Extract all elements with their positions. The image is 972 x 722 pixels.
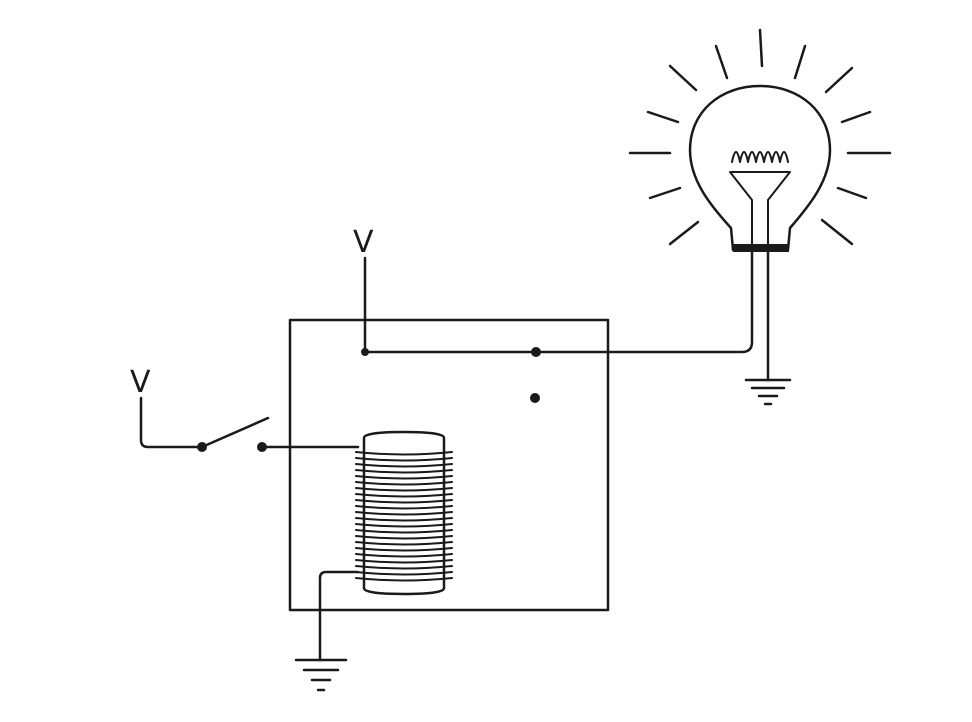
coil-winding: [355, 577, 453, 582]
bulb-base: [733, 244, 789, 252]
light-bulb-icon: [688, 84, 832, 252]
coil-winding: [355, 505, 453, 510]
coil-winding: [355, 535, 453, 540]
coil-winding: [355, 463, 453, 468]
coil-winding: [355, 469, 453, 474]
coil-winding: [355, 451, 453, 456]
coil-winding: [355, 517, 453, 522]
coil-winding: [355, 553, 453, 558]
coil-winding: [355, 529, 453, 534]
coil-winding: [355, 565, 453, 570]
ground-symbol-icon: [294, 658, 348, 692]
coil-winding: [355, 571, 453, 576]
coil-ground-lead: [318, 570, 360, 662]
coil-winding: [355, 559, 453, 564]
relay-housing: [288, 318, 610, 612]
coil-winding: [355, 523, 453, 528]
switch-icon: [197, 416, 270, 452]
coil-winding: [355, 457, 453, 462]
coil-winding: [355, 475, 453, 480]
coil-winding: [355, 547, 453, 552]
relay-contact-node: [361, 348, 369, 356]
coil-winding: [355, 511, 453, 516]
bulb-lead-contact: [534, 250, 754, 354]
switch-supply-lead: [139, 396, 204, 449]
coil-winding: [355, 493, 453, 498]
coil-winding: [355, 541, 453, 546]
relay-supply-label: V: [353, 225, 374, 260]
coil-winding: [355, 481, 453, 486]
ground-symbol-icon: [744, 378, 792, 406]
switch-supply-label: V: [130, 365, 151, 400]
relay-supply-lead: [363, 256, 538, 354]
bulb-filament: [731, 151, 789, 163]
relay-fixed-contact: [531, 347, 541, 357]
coil-winding: [355, 499, 453, 504]
coil-winding: [355, 487, 453, 492]
relay-open-contact: [530, 393, 540, 403]
bulb-filament-support: [729, 171, 791, 245]
bulb-rays: [628, 28, 892, 246]
relay-coil-icon: [355, 430, 453, 596]
